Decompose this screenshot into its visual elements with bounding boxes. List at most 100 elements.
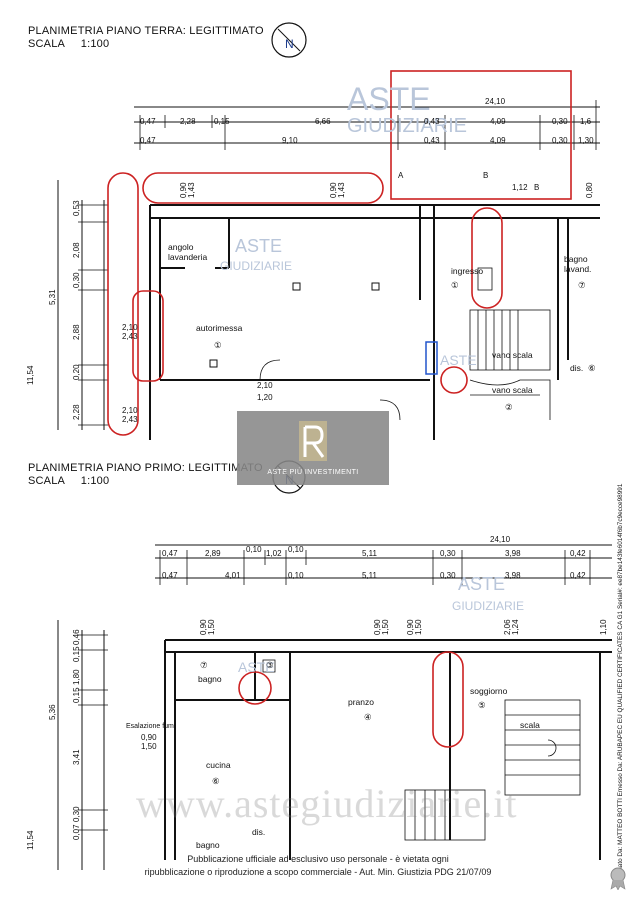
room-number: ④ xyxy=(364,712,372,722)
title-ground-floor: PLANIMETRIA PIANO TERRA: LEGITTIMATO SCA… xyxy=(28,25,264,50)
dim: 2,28 xyxy=(180,117,196,126)
room-number: ⑤ xyxy=(478,700,486,710)
room-label: dis. xyxy=(252,827,265,837)
site-watermark: www.astegiudiziarie.it xyxy=(136,781,518,826)
room-number: ⑥ xyxy=(212,776,220,786)
section-mark: 1,12 xyxy=(512,183,528,192)
dim: 2,28 xyxy=(72,404,81,420)
dim: 1,50 xyxy=(141,742,157,751)
dim: 0,90 xyxy=(199,619,208,635)
dim: 2,43 xyxy=(122,415,138,424)
dim: 0,90 xyxy=(329,182,338,198)
dim: 2,89 xyxy=(205,549,221,558)
signature-text: Firmato Da: MATTEO BOTTI Emesso Da: ARUB… xyxy=(617,483,624,880)
wm-aste-5: ASTE xyxy=(238,659,275,675)
dim: 2,10 xyxy=(257,381,273,390)
aste-logo-overlay: ASTE PIÙ INVESTIMENTI xyxy=(237,411,389,485)
dim: 11,54 xyxy=(26,365,35,385)
dim: 1,50 xyxy=(381,619,390,635)
room-label: soggiorno xyxy=(470,686,508,696)
dim: 1,80 xyxy=(72,669,81,685)
room-number: ① xyxy=(214,340,222,350)
room-label: lavanderia xyxy=(168,252,207,262)
section-mark: B xyxy=(534,183,539,192)
section-mark: B xyxy=(483,171,488,180)
dim: 1,20 xyxy=(257,393,273,402)
dim: 0,10 xyxy=(288,571,304,580)
dim: 0,30 xyxy=(552,136,568,145)
room-number: ⑥ xyxy=(588,363,596,373)
room-label: bagno xyxy=(196,840,220,850)
dim: 0,30 xyxy=(440,571,456,580)
room-label: dis. xyxy=(570,363,583,373)
room-label: angolo xyxy=(168,242,194,252)
dim: 9,10 xyxy=(282,136,298,145)
dim: 0,30 xyxy=(72,806,81,822)
room-number: ⑦ xyxy=(578,280,586,290)
title-first-floor: PLANIMETRIA PIANO PRIMO: LEGITTIMATO SCA… xyxy=(28,462,263,487)
dim: 1,30 xyxy=(578,136,594,145)
wm-aste-1: ASTE xyxy=(347,81,431,117)
logo-caption: ASTE PIÙ INVESTIMENTI xyxy=(267,469,359,476)
dim: 1,43 xyxy=(337,182,346,198)
dim: 2,06 xyxy=(503,619,512,635)
dim: 2,10 xyxy=(122,406,138,415)
dim: 0,47 xyxy=(140,136,156,145)
dim: 0,30 xyxy=(552,117,568,126)
room-number: ③ xyxy=(266,660,274,670)
room-label: lavand. xyxy=(564,264,591,274)
dim: 0,90 xyxy=(406,619,415,635)
dim: 6,66 xyxy=(315,117,331,126)
dim: 4,09 xyxy=(490,136,506,145)
room-label: vano scala xyxy=(492,350,533,360)
dim: 24,10 xyxy=(485,97,506,106)
room-label: vano scala xyxy=(492,385,533,395)
room-label: scala xyxy=(520,720,540,730)
room-number: ⑦ xyxy=(200,660,208,670)
dim: 5,11 xyxy=(362,549,378,558)
dim: 0,90 xyxy=(179,182,188,198)
dim: 0,47 xyxy=(140,117,156,126)
footer-line-2: ripubblicazione o riproduzione a scopo c… xyxy=(144,867,492,877)
highlight-markers xyxy=(107,70,572,748)
room-label: bagno xyxy=(198,674,222,684)
fumi-label: Esalazione fumi xyxy=(126,723,176,730)
room-label: cucina xyxy=(206,760,231,770)
dim: 0,42 xyxy=(570,549,586,558)
footer-line-1: Pubblicazione ufficiale ad esclusivo uso… xyxy=(187,854,449,864)
dim: 0,15 xyxy=(72,687,81,703)
dim: 1,10 xyxy=(599,619,608,635)
dim: 0,80 xyxy=(585,182,594,198)
dim: 1,6 xyxy=(580,117,592,126)
dim: 1,50 xyxy=(414,619,423,635)
dim: 2,10 xyxy=(122,323,138,332)
dim: 2,43 xyxy=(122,332,138,341)
aste-watermark: ASTE GIUDIZIARIE ASTE GIUDIZIARIE ASTE A… xyxy=(220,81,524,675)
dim: 2,08 xyxy=(72,242,81,258)
dim: 1,02 xyxy=(266,549,282,558)
dim: 1,24 xyxy=(511,619,520,635)
dim: 0,10 xyxy=(288,545,304,554)
wm-giud-1: GIUDIZIARIE xyxy=(347,115,467,137)
room-label: ingresso xyxy=(451,266,483,276)
dim: 3,98 xyxy=(505,549,521,558)
dim: 3,98 xyxy=(505,571,521,580)
dim: 0,20 xyxy=(72,364,81,380)
dim: 0,46 xyxy=(72,629,81,645)
dim: 0,90 xyxy=(373,619,382,635)
dim: 0,10 xyxy=(246,545,262,554)
logo-mark-icon xyxy=(299,421,327,461)
dim: 0,43 xyxy=(424,136,440,145)
room-label: autorimessa xyxy=(196,323,243,333)
wm-giud-2: GIUDIZIARIE xyxy=(220,259,292,273)
dim: 0,42 xyxy=(570,571,586,580)
dim: 5,36 xyxy=(48,704,57,720)
dim: 0,53 xyxy=(72,200,81,216)
dim: 3,41 xyxy=(72,749,81,765)
north-arrow-icon xyxy=(271,22,307,58)
dim: 0,15 xyxy=(72,646,81,662)
dim: 5,31 xyxy=(48,289,57,305)
wm-aste-3: ASTE xyxy=(440,352,477,368)
section-mark: A xyxy=(398,171,404,180)
